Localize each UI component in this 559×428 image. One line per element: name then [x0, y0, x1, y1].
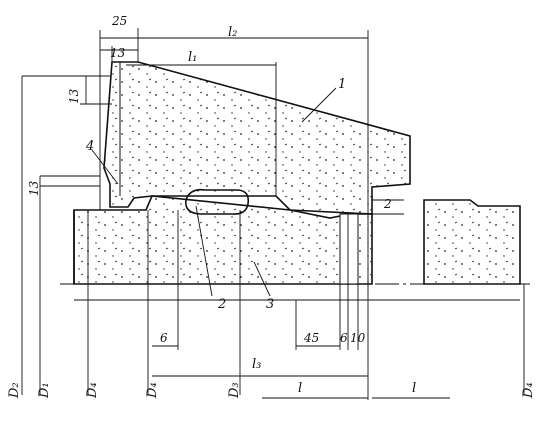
- coupling-body: [103, 61, 411, 215]
- dim-6: 6: [160, 331, 168, 345]
- dim-l3: l₃: [252, 357, 261, 372]
- dim-l2: l₂: [228, 25, 237, 40]
- rubber-ring: [184, 188, 250, 215]
- dia-D4-right: D₄: [521, 382, 536, 399]
- dim-13-left2: 13: [27, 180, 41, 196]
- dim-l-b: l: [412, 381, 416, 396]
- dim-2: 2: [383, 197, 392, 211]
- dia-D4-left: D₄: [85, 382, 100, 399]
- leader-lines: [91, 87, 337, 297]
- dim-13-top: 13: [110, 46, 126, 60]
- part-1: 1: [338, 77, 346, 92]
- dim-25: 25: [111, 14, 127, 28]
- dimension-lines: [21, 28, 525, 400]
- part-4: 4: [85, 139, 94, 154]
- part-2: 2: [217, 297, 226, 312]
- joint-gap: [339, 213, 359, 285]
- part-3: 3: [266, 297, 274, 312]
- dim-l1: l₁: [188, 50, 197, 65]
- dim-l-a: l: [298, 381, 302, 396]
- dia-D1: D₁: [37, 382, 52, 399]
- axis-line: [60, 283, 530, 301]
- right-pipe: [423, 199, 521, 285]
- dim-45: 45: [303, 331, 319, 345]
- dia-D2: D₂: [7, 382, 22, 399]
- dia-D4-mid: D₄: [145, 382, 160, 399]
- dia-D3: D₃: [227, 382, 242, 399]
- dim-13-left: 13: [67, 88, 81, 104]
- dim-10: 10: [350, 331, 366, 345]
- dim-6b: 6: [340, 331, 348, 345]
